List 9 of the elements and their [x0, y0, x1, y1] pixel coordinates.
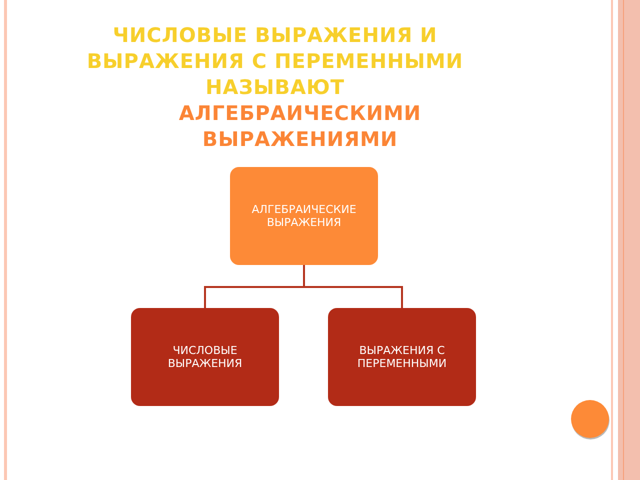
slide-title: ЧИСЛОВЫЕ ВЫРАЖЕНИЯ И ВЫРАЖЕНИЯ С ПЕРЕМЕННЫМИ НАЗЫВАЮТ — [86, 22, 464, 100]
box-label: ВЫРАЖЕНИЯ С ПЕРЕМЕННЫМИ — [356, 344, 448, 370]
process-box — [131, 308, 279, 406]
process-box — [328, 308, 476, 406]
box-label: АЛГЕБРАИЧЕСКИЕ ВЫРАЖЕНИЯ — [250, 203, 358, 229]
process-box — [230, 167, 378, 265]
subtitle: АЛГЕБРАИЧЕСКИМИ ВЫРАЖЕНИЯМИ — [178, 100, 422, 152]
connector-line — [303, 265, 403, 308]
box-label: ЧИСЛОВЫЕ ВЫРАЖЕНИЯ — [166, 344, 244, 370]
